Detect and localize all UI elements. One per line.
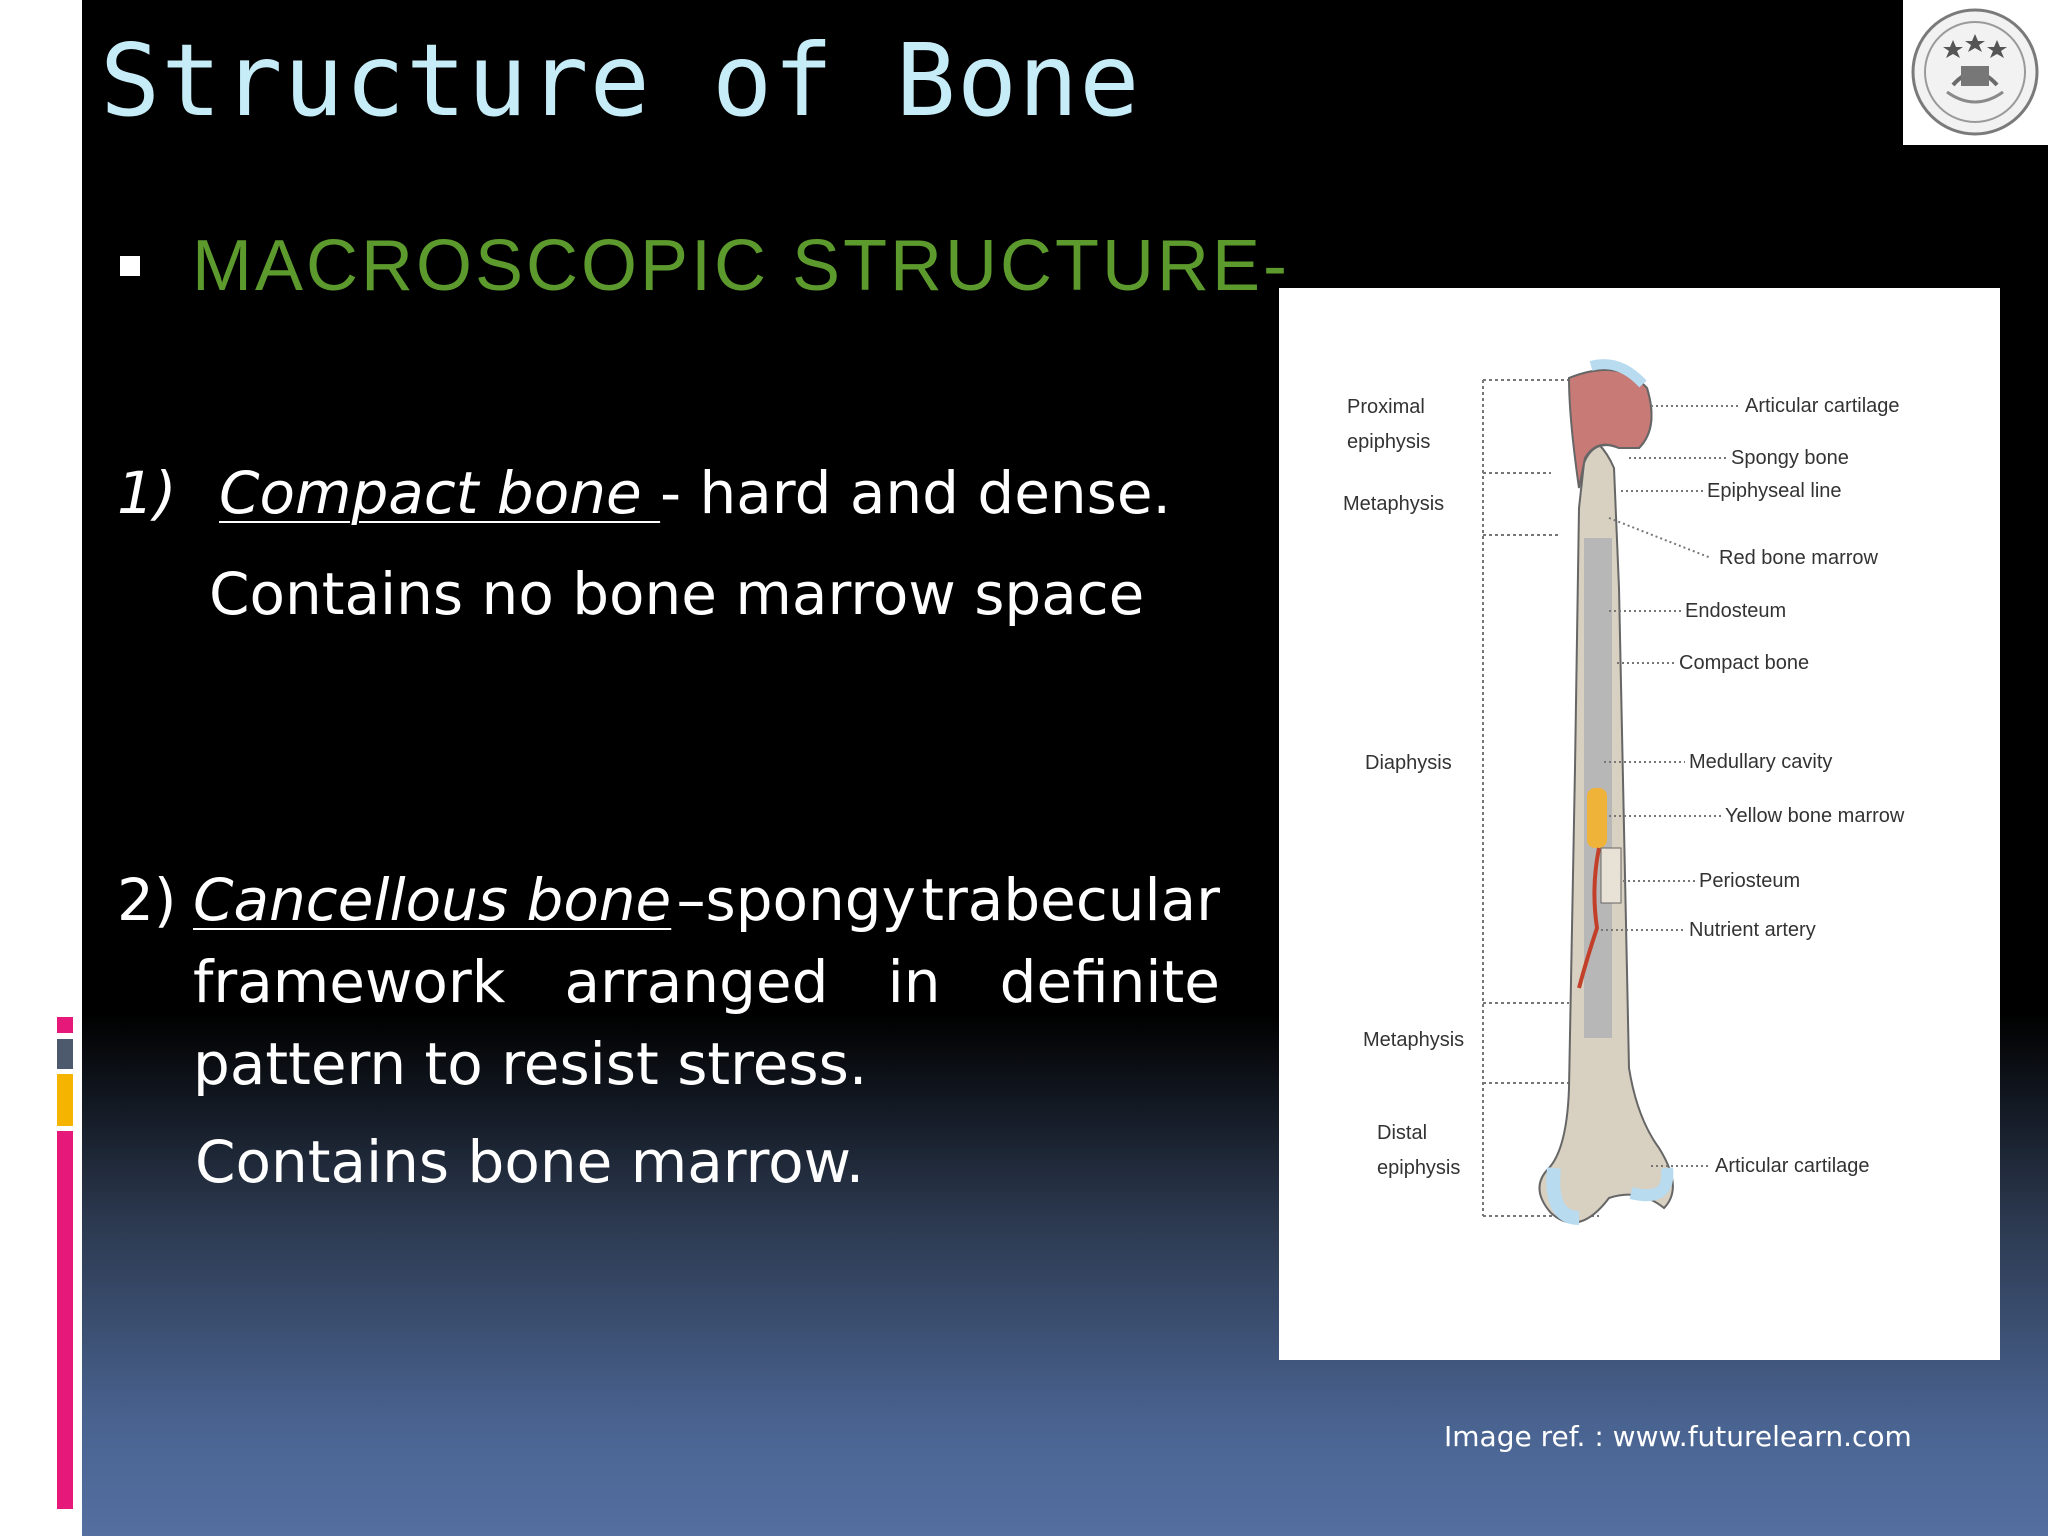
item1-definition: - hard and dense. [660, 459, 1171, 527]
item2-word: framework [193, 948, 506, 1016]
label-metaphysis-bottom: Metaphysis [1363, 1029, 1464, 1051]
label-compact-bone: Compact bone [1679, 652, 1809, 674]
institution-emblem-icon [1911, 8, 2039, 136]
label-proximal-epiphysis-2: epiphysis [1347, 431, 1430, 453]
decorative-bar-pink-long [57, 1131, 73, 1509]
item2-word: –spongy [676, 866, 916, 934]
item1-note: Contains no bone marrow space [209, 560, 1145, 628]
label-epiphyseal-line: Epiphyseal line [1707, 480, 1842, 502]
label-medullary-cavity: Medullary cavity [1689, 751, 1832, 773]
item2-line3-text: pattern to resist stress. [193, 1030, 868, 1098]
section-heading: MACROSCOPIC STRUCTURE- [192, 226, 1291, 306]
item1-number: 1) [117, 459, 177, 527]
slide-left-margin [0, 0, 82, 1536]
label-periosteum: Periosteum [1699, 870, 1800, 892]
square-bullet-icon [120, 256, 140, 276]
image-reference-caption: Image ref. : www.futurelearn.com [1444, 1420, 1912, 1453]
label-spongy-bone: Spongy bone [1731, 447, 1849, 469]
item2-word: definite [999, 948, 1220, 1016]
label-endosteum: Endosteum [1685, 600, 1786, 622]
label-nutrient-artery: Nutrient artery [1689, 919, 1816, 941]
label-distal-epiphysis-2: epiphysis [1377, 1157, 1460, 1179]
item2-line3: pattern to resist stress. [193, 1030, 1220, 1112]
long-bone-diagram-image: Proximal epiphysis Metaphysis Diaphysis … [1343, 359, 1905, 1225]
item2-word: trabecular [921, 866, 1220, 934]
item1-line: Compact bone - hard and dense. [219, 459, 1171, 527]
label-articular-cartilage-bottom: Articular cartilage [1715, 1155, 1870, 1177]
item2-number: 2) [117, 866, 177, 934]
item2-line1: Cancellous bone –spongy trabecular [193, 866, 1220, 948]
section-heading-row: MACROSCOPIC STRUCTURE- [120, 225, 1290, 307]
decorative-bar-yellow [57, 1074, 73, 1126]
label-yellow-bone-marrow: Yellow bone marrow [1725, 805, 1905, 827]
item2-word: in [887, 948, 941, 1016]
item2-term: Cancellous bone [193, 866, 672, 934]
label-red-bone-marrow: Red bone marrow [1719, 547, 1879, 569]
bone-diagram: Proximal epiphysis Metaphysis Diaphysis … [1279, 288, 2000, 1360]
label-metaphysis-top: Metaphysis [1343, 493, 1444, 515]
decorative-bar-pink-small [57, 1017, 73, 1033]
label-proximal-epiphysis: Proximal [1347, 396, 1425, 418]
label-distal-epiphysis: Distal [1377, 1122, 1427, 1144]
item1-term: Compact bone [219, 459, 661, 527]
item2-paragraph: Cancellous bone –spongy trabecular frame… [193, 866, 1220, 1112]
logo [1903, 0, 2048, 145]
item2-word: arranged [564, 948, 829, 1016]
item2-line2: framework arranged in definite [193, 948, 1220, 1030]
label-diaphysis: Diaphysis [1365, 752, 1452, 774]
decorative-lines-icon [48, 152, 82, 236]
decorative-bar-gray [57, 1039, 73, 1069]
item2-note: Contains bone marrow. [195, 1128, 865, 1196]
slide-title: Structure of Bone [100, 22, 1141, 139]
label-articular-cartilage-top: Articular cartilage [1745, 395, 1900, 417]
